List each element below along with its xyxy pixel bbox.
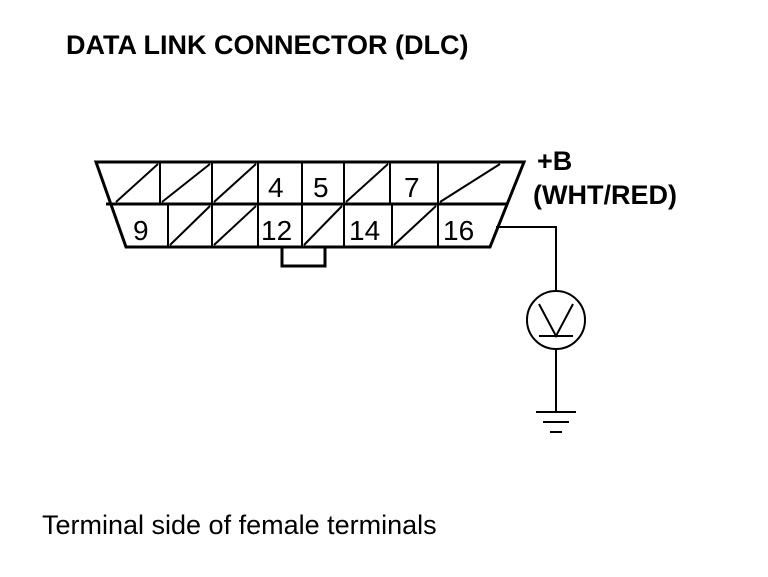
pin-16-label: 16 (443, 215, 474, 246)
bottom-row-blank-slashes (169, 205, 437, 246)
connector-housing (93, 160, 527, 249)
bottom-row-separators (167, 204, 439, 247)
voltmeter-icon (526, 290, 586, 350)
top-row-separators (159, 162, 439, 204)
pin-12-label: 12 (261, 215, 292, 246)
ground-icon (536, 411, 576, 433)
pin-14-label: 14 (349, 215, 380, 246)
diagram-title: DATA LINK CONNECTOR (DLC) (66, 30, 468, 60)
wire-color-label: (WHT/RED) (533, 180, 677, 210)
pin-4-label: 4 (268, 172, 284, 203)
pin-9-label: 9 (133, 215, 149, 246)
pin-7-label: 7 (404, 172, 420, 203)
connector-key-tab (280, 247, 327, 268)
diagram-caption: Terminal side of female terminals (42, 510, 437, 540)
pin-5-label: 5 (313, 172, 329, 203)
test-lead-wire (496, 226, 557, 291)
power-label: +B (537, 146, 572, 176)
top-row-blank-slashes (115, 163, 501, 203)
